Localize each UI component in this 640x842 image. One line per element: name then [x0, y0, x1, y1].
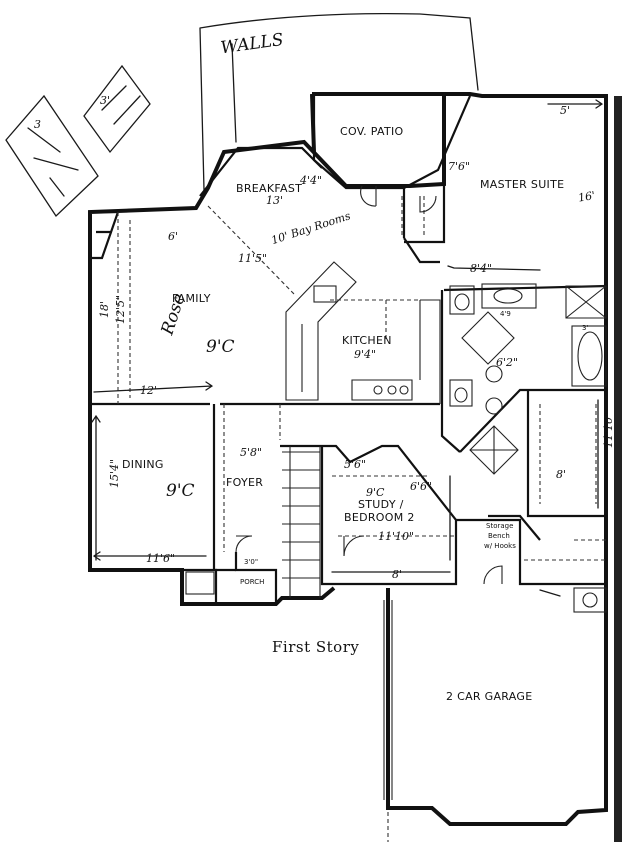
stairs [282, 446, 321, 598]
svg-text:4'4": 4'4" [299, 174, 322, 187]
svg-text:9'4": 9'4" [354, 348, 376, 361]
svg-text:10' Bay Rooms: 10' Bay Rooms [270, 209, 353, 247]
bath-fixtures [185, 283, 607, 613]
patio-outline [312, 94, 472, 190]
svg-text:11'10": 11'10" [378, 530, 414, 543]
svg-text:5'8": 5'8" [240, 446, 262, 459]
svg-text:13': 13' [266, 194, 283, 207]
scan-edge [614, 96, 622, 842]
label-storage: Storage [486, 522, 513, 530]
label-family: FAMILY [172, 292, 211, 305]
svg-text:9'C: 9'C [366, 486, 385, 499]
label-porch: PORCH [240, 578, 264, 586]
interior-walls [90, 184, 607, 604]
svg-text:11'10": 11'10" [602, 412, 615, 448]
family-fireplace [90, 210, 120, 260]
wall-label: WALLS [219, 30, 284, 59]
svg-text:5': 5' [560, 104, 570, 117]
label-bedroom-2: BEDROOM 2 [344, 511, 415, 524]
svg-text:11'6": 11'6" [146, 552, 175, 565]
svg-text:6'6": 6'6" [410, 480, 432, 493]
svg-text:9'C: 9'C [166, 481, 195, 501]
svg-text:7'6": 7'6" [448, 160, 470, 173]
label-study: STUDY / [358, 498, 404, 511]
svg-text:3': 3' [100, 94, 110, 107]
label-cov-patio: COV. PATIO [340, 125, 404, 138]
svg-text:12': 12' [140, 384, 157, 397]
svg-text:Rose: Rose [157, 291, 189, 338]
svg-text:5'6": 5'6" [344, 458, 366, 471]
breakfast-bay [199, 146, 323, 197]
svg-text:4'9: 4'9 [500, 310, 511, 318]
label-hooks: w/ Hooks [484, 542, 516, 550]
svg-text:6'2": 6'2" [496, 356, 518, 369]
svg-text:3': 3' [582, 324, 588, 332]
label-garage: 2 CAR GARAGE [446, 690, 533, 703]
margin-sketch-right: 3' [83, 64, 151, 154]
yard-wall-outline [199, 12, 479, 191]
garage-door [383, 600, 393, 800]
label-foyer: FOYER [226, 476, 263, 489]
svg-text:16': 16' [577, 189, 596, 205]
svg-text:12'5": 12'5" [114, 295, 127, 324]
margin-sketch-left: 3 [5, 94, 99, 218]
svg-text:8': 8' [392, 568, 402, 581]
dimension-arrows [91, 99, 604, 597]
svg-text:6': 6' [168, 230, 178, 243]
label-kitchen: KITCHEN [342, 334, 392, 347]
svg-text:3'0": 3'0" [244, 558, 258, 566]
label-dining: DINING [122, 458, 164, 471]
exterior-walls [88, 92, 608, 826]
svg-text:8': 8' [556, 468, 566, 481]
svg-text:3: 3 [34, 118, 41, 131]
svg-text:15'4": 15'4" [108, 459, 121, 488]
svg-text:11'5": 11'5" [238, 252, 267, 265]
label-bench: Bench [488, 532, 510, 540]
plan-title: First Story [272, 638, 359, 656]
dashed-beams [117, 196, 606, 561]
door-swings [235, 185, 503, 585]
label-breakfast: BREAKFAST [236, 182, 302, 195]
svg-text:18': 18' [98, 301, 111, 318]
svg-text:9'C: 9'C [206, 337, 235, 357]
kitchen-fixtures [285, 261, 441, 404]
label-master-suite: MASTER SUITE [480, 178, 564, 191]
